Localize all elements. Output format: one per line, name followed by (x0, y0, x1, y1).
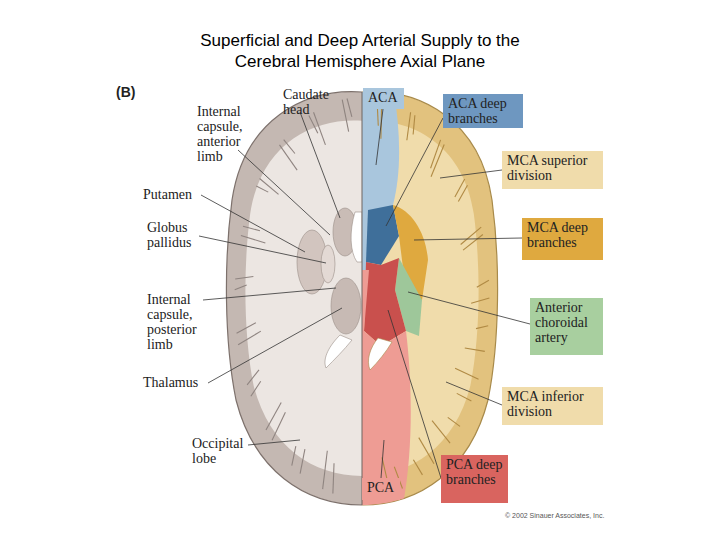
gyrus-line (455, 368, 478, 379)
artery-box: MCA deep branches (522, 218, 603, 260)
gyrus-line (256, 186, 268, 192)
structure-label: Occipital lobe (192, 436, 252, 466)
leader-line (203, 288, 336, 300)
leader-line (238, 150, 330, 235)
gyrus-line (471, 298, 489, 303)
gyrus-line (284, 140, 295, 154)
leader-line (386, 118, 443, 226)
box-label: ACA deep branches (448, 96, 518, 126)
gyrus-line (260, 179, 279, 195)
thalamus (331, 278, 361, 334)
gyrus-line (458, 185, 467, 201)
gyrus-line (333, 463, 334, 493)
gyrus-line (241, 236, 265, 244)
gyrus-line (279, 145, 297, 170)
gyrus-line (476, 326, 488, 329)
artery-box: MCA inferior division (502, 387, 603, 425)
gyrus-line (448, 417, 460, 426)
gyrus-line (477, 280, 489, 287)
gyrus-line (413, 460, 422, 475)
territories (362, 90, 428, 510)
gyrus-line (323, 451, 328, 489)
right-hemisphere (362, 90, 498, 510)
leader-line (440, 170, 502, 178)
box-label: Anterior choroidal artery (535, 300, 598, 345)
gyrus-line (413, 115, 415, 134)
leader-line (208, 308, 342, 383)
left-hemisphere (226, 92, 362, 505)
pca-territory (362, 270, 411, 510)
artery-box: PCA (362, 478, 400, 500)
leader-line (300, 112, 340, 218)
midline-fissure (362, 92, 363, 505)
gyrus-line (237, 323, 256, 334)
leader-line (199, 236, 326, 263)
structure-label: Putamen (143, 187, 223, 202)
artery-box: ACA deep branches (443, 94, 523, 128)
gyrus-line (465, 348, 485, 351)
ventricle (351, 212, 362, 262)
gyrus-line (431, 140, 441, 168)
artery-box: Anterior choroidal artery (530, 298, 603, 355)
leader-line (446, 382, 502, 405)
gyrus-line (432, 421, 450, 444)
white-matter (245, 121, 362, 476)
gyrus-line (347, 98, 352, 116)
panel-letter: (B) (116, 85, 156, 100)
gyrus-line (457, 393, 472, 401)
aca-deep-territory (366, 205, 399, 265)
gyrus-line (463, 235, 483, 251)
gyrus-line (238, 331, 261, 345)
gyrus-line (243, 226, 260, 231)
artery-box: PCA deep branches (441, 455, 508, 503)
leader-line (388, 310, 441, 478)
box-label: MCA inferior division (507, 389, 598, 419)
gyrus-line (235, 285, 247, 290)
box-label: PCA (367, 480, 395, 495)
box-label: ACA (368, 90, 399, 105)
gyrus-line (314, 112, 326, 145)
gyrus-line (300, 449, 305, 474)
artery-box: ACA (363, 88, 404, 109)
structure-label: Globus pallidus (147, 220, 207, 250)
gyrus-line (461, 227, 482, 244)
leader-line (408, 292, 530, 324)
gyrus-line (292, 446, 296, 465)
gyrus-line (266, 402, 281, 430)
globus-pallidus (321, 245, 335, 283)
gyrus-line (342, 100, 348, 132)
ventricle (325, 335, 352, 368)
artery-box: MCA superior division (502, 151, 603, 189)
gyrus-line (309, 115, 318, 133)
cortex (226, 92, 362, 505)
structure-label: Internal capsule, posterior limb (147, 292, 209, 352)
pca-deep-territory (364, 258, 406, 346)
structure-label: Caudate head (283, 87, 343, 117)
gyrus-line (247, 370, 259, 385)
box-label: MCA deep branches (527, 220, 598, 250)
gyrus-line (455, 179, 465, 197)
copyright-note: © 2002 Sinauer Associates, Inc. (505, 512, 625, 520)
box-label: MCA superior division (507, 153, 598, 183)
ventricle (368, 338, 392, 370)
aca-territory (362, 90, 399, 270)
gyrus-line (251, 381, 261, 396)
diagram-title: Superficial and Deep Arterial Supply to … (0, 30, 720, 72)
gyrus-line (407, 112, 411, 140)
box-label: PCA deep branches (446, 457, 503, 487)
leader-line (201, 195, 305, 252)
gyrus-line (431, 145, 444, 177)
structure-label: Internal capsule, anterior limb (197, 104, 259, 164)
structure-label: Thalamus (143, 375, 223, 390)
leader-line (414, 238, 522, 240)
gyrus-line (235, 277, 253, 279)
leader-line (376, 109, 383, 165)
gyrus-line (419, 438, 434, 464)
leader-line (248, 440, 300, 445)
leader-line (381, 440, 384, 478)
